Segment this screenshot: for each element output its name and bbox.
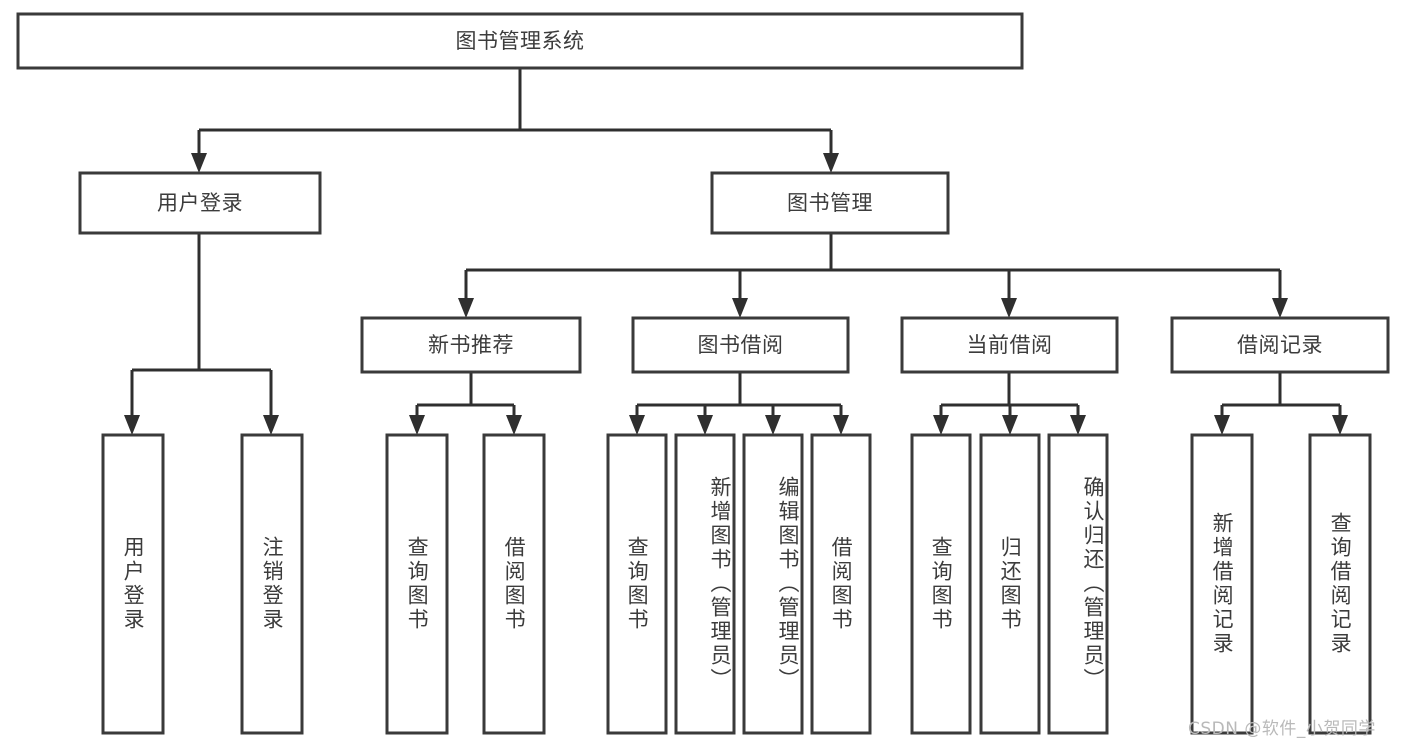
node-box-leaf-query-book-new[interactable] [385,433,449,735]
node-box-new-book-recommend[interactable] [360,316,582,374]
arrow-head-icon [506,415,522,435]
node-box-leaf-query-book-borrow[interactable] [606,433,668,735]
arrow-head-icon [933,415,949,435]
node-box-leaf-borrow-book-new[interactable] [482,433,546,735]
node-box-current-borrow[interactable] [900,316,1119,374]
node-box-book-management[interactable] [710,171,950,235]
node-box-leaf-return-book[interactable] [979,433,1041,735]
node-box-leaf-confirm-return-admin[interactable] [1047,433,1109,735]
node-box-leaf-edit-book-admin[interactable] [742,433,804,735]
arrow-head-icon [124,415,140,435]
arrow-head-icon [833,415,849,435]
arrow-head-icon [1001,298,1017,318]
arrow-head-icon [732,298,748,318]
arrow-head-icon [191,153,207,173]
arrow-head-icon [765,415,781,435]
node-box-leaf-logout-login[interactable] [240,433,304,735]
node-box-root[interactable] [16,12,1024,70]
node-box-leaf-query-book-current[interactable] [910,433,972,735]
arrow-head-icon [697,415,713,435]
arrow-head-icon [823,153,839,173]
arrow-head-icon [458,298,474,318]
arrow-head-icon [1332,415,1348,435]
node-box-book-borrow[interactable] [631,316,850,374]
arrow-head-icon [1272,298,1288,318]
node-box-user-login[interactable] [78,171,322,235]
arrow-head-icon [409,415,425,435]
arrow-head-icon [1214,415,1230,435]
node-box-leaf-add-borrow-record[interactable] [1190,433,1254,735]
arrow-head-icon [263,415,279,435]
node-box-leaf-add-book-admin[interactable] [674,433,736,735]
node-box-leaf-user-login[interactable] [101,433,165,735]
node-box-leaf-borrow-book-borrow[interactable] [810,433,872,735]
arrow-head-icon [629,415,645,435]
node-box-borrow-record[interactable] [1170,316,1390,374]
arrow-head-icon [1070,415,1086,435]
node-box-leaf-query-borrow-record[interactable] [1308,433,1372,735]
arrow-head-icon [1002,415,1018,435]
csdn-watermark: CSDN @软件_小贺同学 [1188,719,1376,739]
